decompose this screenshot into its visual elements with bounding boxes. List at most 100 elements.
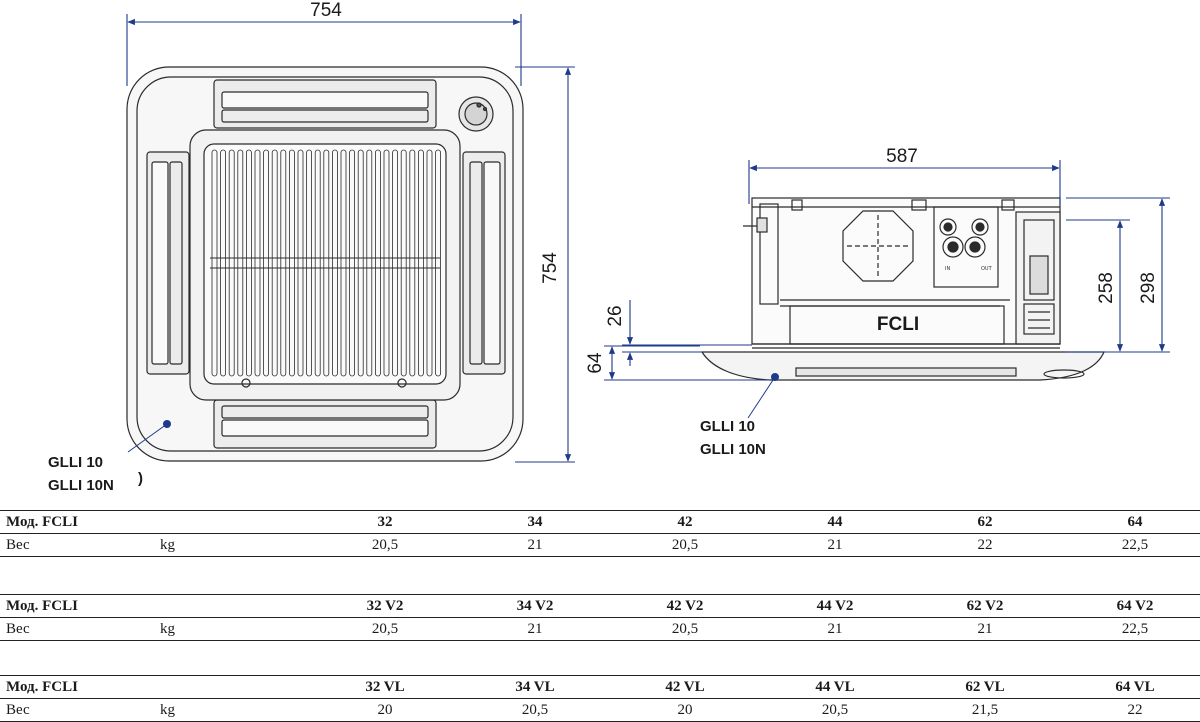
- dim-top-width-label: 754: [310, 0, 342, 21]
- weight-unit: kg: [156, 533, 310, 557]
- intake-grille: [203, 143, 447, 385]
- weight-value: 20,5: [460, 698, 610, 722]
- model-label: Мод. FCLI: [0, 594, 156, 618]
- weight-value: 21: [460, 533, 610, 557]
- weight-value: 21: [460, 617, 610, 641]
- spec-table-standard: Мод. FCLI 32 34 42 44 62 64 Вес kg 20,5 …: [0, 510, 1200, 557]
- grille-bar: [263, 149, 270, 377]
- top-view: [126, 66, 524, 462]
- callout-top-line2: GLLI 10N: [48, 477, 114, 494]
- callout-side-line2: GLLI 10N: [700, 441, 766, 458]
- grille-bar: [306, 149, 313, 377]
- model-cell: 32: [310, 510, 460, 534]
- grille-bar: [357, 149, 364, 377]
- grille-bar: [280, 149, 287, 377]
- weight-value: 20,5: [760, 698, 910, 722]
- grille-bar: [245, 149, 252, 377]
- model-cell: 64: [1060, 510, 1200, 534]
- dim-side-body-height-label: 258: [1096, 272, 1117, 304]
- grille-bar: [435, 149, 442, 377]
- grille-bar: [331, 149, 338, 377]
- grille-bar: [254, 149, 261, 377]
- dim-side-width: [748, 160, 1061, 204]
- spec-table-vl: Мод. FCLI 32 VL 34 VL 42 VL 44 VL 62 VL …: [0, 675, 1200, 722]
- unit-cell: [156, 594, 310, 618]
- dim-panel-height: [604, 345, 770, 381]
- grille-bar: [314, 149, 321, 377]
- grille-bar: [400, 149, 407, 377]
- side-view: IN OUT: [700, 197, 1105, 381]
- dim-top-depth-label: 754: [540, 252, 561, 284]
- drain-fitting: [743, 217, 768, 233]
- grille-bar: [271, 149, 278, 377]
- dim-panel-gap: [622, 300, 752, 366]
- weight-value: 20,5: [610, 617, 760, 641]
- weight-value: 20: [310, 698, 460, 722]
- weight-unit: kg: [156, 698, 310, 722]
- grille-bar: [426, 149, 433, 377]
- table-row: Вес kg 20,5 21 20,5 21 22 22,5: [0, 533, 1200, 557]
- duct-knockout: [842, 210, 914, 282]
- electrical-box: [1015, 211, 1061, 345]
- model-cell: 44: [760, 510, 910, 534]
- weight-value: 22: [1060, 698, 1200, 722]
- weight-value: 20,5: [310, 617, 460, 641]
- dim-side-width-label: 587: [886, 146, 918, 167]
- model-cell: 44 V2: [760, 594, 910, 618]
- weight-value: 22,5: [1060, 617, 1200, 641]
- weight-value: 22,5: [1060, 533, 1200, 557]
- callout-side-line1: GLLI 10: [700, 418, 755, 435]
- conn-out-label: OUT: [981, 266, 993, 272]
- model-cell: 64 V2: [1060, 594, 1200, 618]
- table-header-row: Мод. FCLI 32 VL 34 VL 42 VL 44 VL 62 VL …: [0, 675, 1200, 699]
- unit-name-label: FCLI: [877, 314, 919, 335]
- conn-out: [964, 236, 986, 258]
- louver-right: [462, 151, 506, 375]
- grille-bar: [340, 149, 347, 377]
- conn-in: [942, 236, 964, 258]
- louver-top: [213, 79, 437, 129]
- conn-in-top: [939, 218, 957, 236]
- conn-in-label: IN: [945, 266, 950, 272]
- grille-bar: [392, 149, 399, 377]
- grille-bar: [288, 149, 295, 377]
- grille-bar: [323, 149, 330, 377]
- grille-bar: [409, 149, 416, 377]
- weight-value: 20,5: [610, 533, 760, 557]
- model-cell: 44 VL: [760, 675, 910, 699]
- grille-bar: [366, 149, 373, 377]
- louver-bottom: [213, 399, 437, 449]
- conn-out-top: [971, 218, 989, 236]
- callout-top-line1: GLLI 10: [48, 454, 103, 471]
- unit-cell: [156, 510, 310, 534]
- spec-table-v2: Мод. FCLI 32 V2 34 V2 42 V2 44 V2 62 V2 …: [0, 594, 1200, 641]
- grille-bar: [383, 149, 390, 377]
- grille-bar: [211, 149, 218, 377]
- grille-bar: [297, 149, 304, 377]
- panel-inner-outline: [136, 76, 514, 452]
- model-label: Мод. FCLI: [0, 510, 156, 534]
- weight-value: 21: [910, 617, 1060, 641]
- weight-value: 21: [760, 533, 910, 557]
- dim-panel-gap-label: 26: [605, 305, 626, 326]
- grille-bar: [349, 149, 356, 377]
- model-cell: 64 VL: [1060, 675, 1200, 699]
- model-cell: 32 V2: [310, 594, 460, 618]
- table-header-row: Мод. FCLI 32 34 42 44 62 64: [0, 510, 1200, 534]
- sensor-icon: [458, 96, 494, 132]
- weight-value: 20: [610, 698, 760, 722]
- model-cell: 32 VL: [310, 675, 460, 699]
- callout-top-tail: ): [138, 470, 143, 487]
- technical-drawing: 754 754 GLLI 10 GLLI 10N ): [48, 0, 1170, 494]
- model-cell: 62: [910, 510, 1060, 534]
- dim-side-total-height: [1066, 197, 1170, 353]
- model-cell: 34: [460, 510, 610, 534]
- grille-bar: [220, 149, 227, 377]
- table-row: Вес kg 20 20,5 20 20,5 21,5 22: [0, 698, 1200, 722]
- model-cell: 62 VL: [910, 675, 1060, 699]
- model-cell: 34 V2: [460, 594, 610, 618]
- model-cell: 42 VL: [610, 675, 760, 699]
- grille-bar: [417, 149, 424, 377]
- model-cell: 34 VL: [460, 675, 610, 699]
- grille-bar: [374, 149, 381, 377]
